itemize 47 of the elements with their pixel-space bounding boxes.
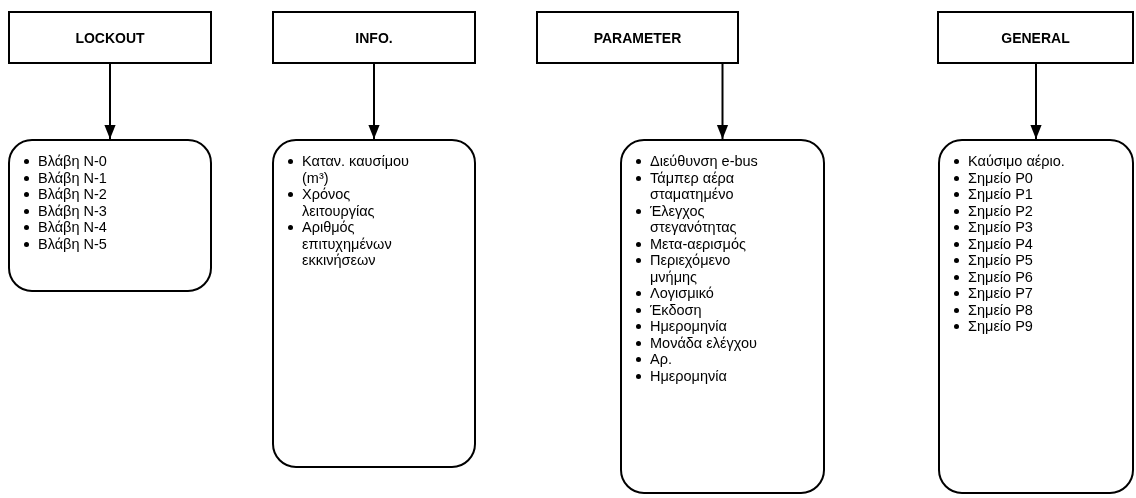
- menu-box: [272, 11, 476, 64]
- list-item: Σημείο P8: [950, 301, 1120, 318]
- list-item: Τάμπερ αέρα σταματημένο: [632, 169, 775, 203]
- arrow: [368, 63, 380, 140]
- list-item: Έλεγχος στεγανότητας: [632, 202, 775, 236]
- menu-box: [8, 11, 212, 64]
- list-item: Βλάβη N-1: [20, 169, 200, 186]
- rounded-list-box: [620, 139, 825, 494]
- list-item: Αρ.: [632, 351, 775, 368]
- list-item: Σημείο P6: [950, 268, 1120, 285]
- list-item: Σημείο P0: [950, 169, 1120, 186]
- list-item: Σημείο P4: [950, 235, 1120, 252]
- list-item: Χρόνος λειτουργίας: [284, 186, 410, 219]
- rounded-list-box: [8, 139, 212, 292]
- list-item: Σημείο P7: [950, 285, 1120, 302]
- list-item: Βλάβη N-2: [20, 186, 200, 203]
- list-item: Βλάβη N-3: [20, 202, 200, 219]
- list-item: Σημείο P1: [950, 186, 1120, 203]
- list-item: Μονάδα ελέγχου: [632, 334, 775, 351]
- list-item: Διεύθυνση e-bus: [632, 153, 775, 170]
- list-item: Ημερομηνία: [632, 367, 775, 384]
- list-item: Σημείο P5: [950, 252, 1120, 269]
- list-item: Σημείο P2: [950, 202, 1120, 219]
- menu-title: PARAMETER: [593, 29, 682, 46]
- list-item: Σημείο P9: [950, 318, 1120, 335]
- list-item: Λογισμικό: [632, 285, 775, 302]
- list-item: Βλάβη N-5: [20, 235, 200, 252]
- list-item: Σημείο P3: [950, 219, 1120, 236]
- menu-title: INFO.: [355, 29, 393, 46]
- menu-title: LOCKOUT: [75, 29, 145, 46]
- list-item: Μετα-αερισμός: [632, 235, 775, 252]
- list-item: Βλάβη N-0: [20, 153, 200, 170]
- menu-title: GENERAL: [1001, 29, 1070, 46]
- arrow: [716, 63, 729, 140]
- rounded-list-box: [272, 139, 476, 468]
- list-item: Καταν. καυσίμου (m³): [284, 153, 410, 186]
- list-item: Περιεχόμενο μνήμης: [632, 252, 775, 285]
- arrow: [1030, 63, 1042, 140]
- list-item: Καύσιμο αέριο.: [950, 153, 1120, 170]
- list-item: Ημερομηνία: [632, 318, 775, 335]
- menu-box: [937, 11, 1134, 64]
- list-item: Αριθμός επιτυχημένων εκκινήσεων: [284, 219, 410, 269]
- menu-box: [536, 11, 739, 64]
- list-item: Βλάβη N-4: [20, 219, 200, 236]
- list-item: Έκδοση: [632, 301, 775, 318]
- rounded-list-box: [938, 139, 1134, 494]
- arrow: [104, 63, 116, 140]
